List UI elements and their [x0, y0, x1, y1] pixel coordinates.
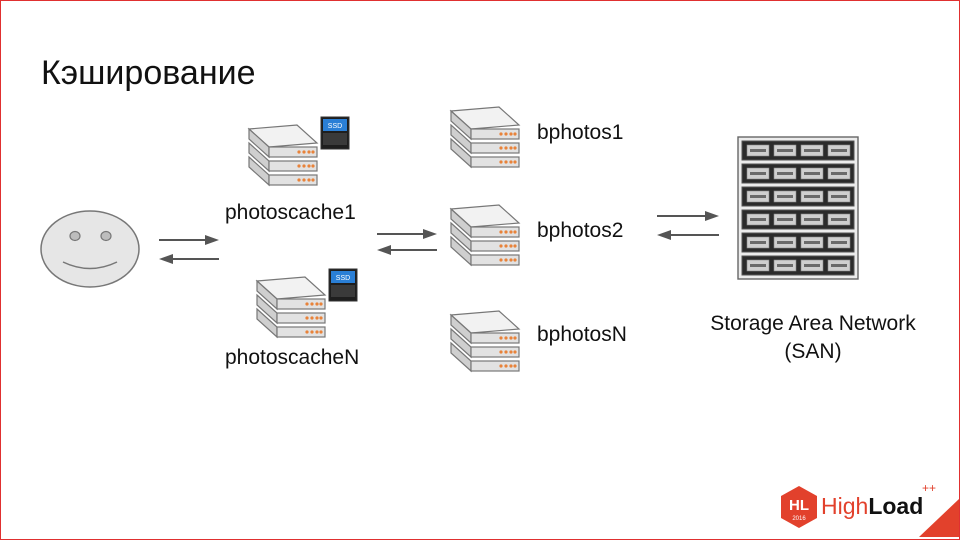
hl-badge-text: HL [789, 497, 809, 514]
wordmark-plus: ++ [922, 481, 937, 495]
photoscacheN-server-icon: SSD [255, 268, 358, 339]
highload-wordmark: HighLoad [821, 491, 923, 521]
wordmark-load: Load [868, 493, 924, 519]
bphotosN-server-icon [449, 310, 521, 373]
user-face-icon [40, 210, 140, 288]
rack-unit [741, 140, 855, 161]
photoscacheN-label: photoscacheN [225, 346, 360, 369]
arrow-user-to-cache [159, 235, 219, 245]
san-label-line1: Storage Area Network [710, 312, 916, 335]
photoscache1-label: photoscache1 [225, 201, 356, 224]
corner-triangle [919, 499, 959, 537]
storage-rack-icon [737, 136, 859, 280]
highload-logo: HL 2016 HighLoad ++ [779, 481, 959, 537]
hl-badge-icon: HL 2016 [781, 486, 817, 528]
ssd-label: SSD [336, 275, 350, 282]
arrow-san-to-backend [657, 230, 719, 240]
bphotos2-server-icon [449, 204, 521, 267]
bphotos2-label: bphotos2 [537, 219, 624, 242]
ssd-icon: SSD [320, 116, 350, 150]
wordmark-high: High [821, 493, 869, 519]
bphotos1-label: bphotos1 [537, 121, 624, 144]
rack-unit [741, 163, 855, 184]
ssd-icon: SSD [328, 268, 358, 302]
rack-unit [741, 232, 855, 253]
server-stack-icon [255, 276, 327, 339]
san-label-line2: (SAN) [784, 340, 842, 363]
rack-unit [741, 186, 855, 207]
san-label: Storage Area Network (SAN) [683, 310, 943, 366]
hl-badge-year: 2016 [792, 516, 806, 522]
bphotos1-server-icon [449, 106, 521, 169]
arrow-cache-to-backend [377, 229, 437, 239]
bphotosN-label: bphotosN [537, 323, 627, 346]
rack-unit [741, 255, 855, 276]
ssd-label: SSD [328, 123, 342, 130]
server-stack-icon [247, 124, 319, 187]
arrow-backend-to-san [657, 211, 719, 221]
arrow-cache-to-user [159, 254, 219, 264]
rack-unit [741, 209, 855, 230]
slide-title: Кэширование [41, 54, 256, 92]
arrow-backend-to-cache [377, 245, 437, 255]
photoscache1-server-icon: SSD [247, 116, 350, 187]
